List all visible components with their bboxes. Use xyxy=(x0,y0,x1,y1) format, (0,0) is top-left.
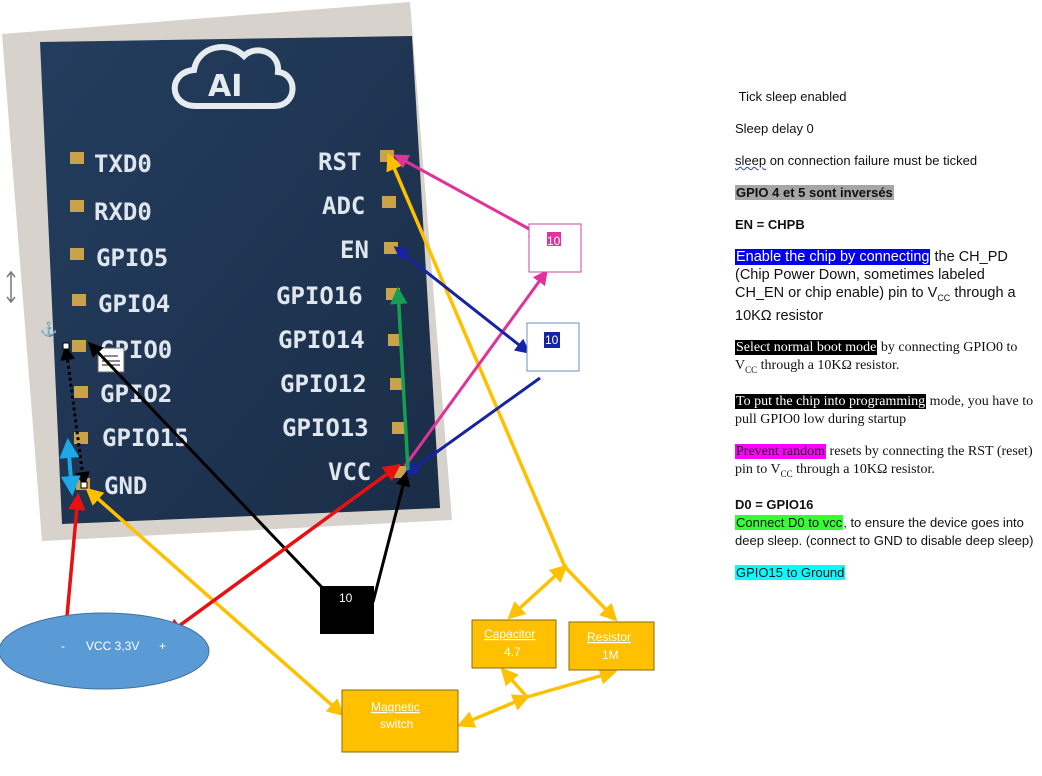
wire-gnd-to-minus xyxy=(57,492,86,642)
wire-resistor-to-bottom-junction xyxy=(526,667,618,699)
resistor-1m-value: 1M xyxy=(602,648,619,662)
ai-logo-text: AI xyxy=(208,69,242,104)
wire-vcc-to-plus xyxy=(165,463,401,637)
module-board xyxy=(40,36,440,524)
pin-rxd0: RXD0 xyxy=(94,198,152,226)
resistor-1m-label: Resistor xyxy=(587,630,631,644)
handle-square-bottom xyxy=(80,481,88,489)
vcc-minus-terminal: - xyxy=(61,639,65,653)
pin-txd0: TXD0 xyxy=(94,150,152,178)
note-gpio-swap: GPIO 4 et 5 sont inversés xyxy=(735,185,894,200)
pin-gnd: GND xyxy=(104,472,147,500)
wire-rst-to-pink-resistor xyxy=(393,154,545,238)
pin-gpio15: GPIO15 xyxy=(102,424,189,452)
wire-gpio0-gnd-dotted xyxy=(60,345,90,487)
resize-handle-icon xyxy=(6,270,16,304)
note-gpio15-ground: GPIO15 to Ground xyxy=(735,565,846,581)
black-resistor-box[interactable] xyxy=(320,586,374,634)
blue-resistor-label-bg xyxy=(544,332,560,348)
pin-gpio16: GPIO16 xyxy=(276,282,363,310)
pin-adc: ADC xyxy=(322,192,365,220)
wire-vcc-to-gpio16 xyxy=(390,286,410,471)
pink-resistor-label-bg xyxy=(547,232,561,246)
note-normal-boot: Select normal boot mode by connecting GP… xyxy=(735,339,1018,375)
layout-options-icon xyxy=(97,347,125,373)
black-resistor-label: 10 xyxy=(339,591,353,605)
notes-panel: Tick sleep enabled Sleep delay 0 sleep o… xyxy=(735,88,1035,596)
resistor-1m-box[interactable] xyxy=(568,621,655,671)
note-prevent-reset: Prevent random resets by connecting the … xyxy=(735,443,1033,479)
wire-junction-to-capacitor xyxy=(507,564,568,620)
vcc-plus-terminal: + xyxy=(159,639,166,653)
pin-gpio5: GPIO5 xyxy=(96,244,168,272)
ai-logo xyxy=(171,44,296,109)
anchor-icon: ⚓ xyxy=(40,321,57,338)
wire-en-to-blue-resistor xyxy=(393,246,531,354)
pin-vcc: VCC xyxy=(328,458,371,486)
pin-gpio14: GPIO14 xyxy=(278,326,365,354)
handle-square-top xyxy=(62,342,70,350)
magnetic-switch-box[interactable] xyxy=(341,689,459,753)
capacitor-label: Capacitor xyxy=(484,627,535,641)
note-en-chpb: EN = CHPB xyxy=(735,217,805,232)
vcc-power-source[interactable] xyxy=(0,612,210,690)
wire-blue-resistor-to-vcc xyxy=(403,376,541,476)
note-tick-sleep: Tick sleep enabled xyxy=(738,89,847,104)
wire-junction-to-resistor xyxy=(563,565,618,622)
blue-resistor-label: 10 xyxy=(545,333,559,347)
pink-resistor-label: 10 xyxy=(547,234,561,248)
note-programming-mode: To put the chip into programming mode, y… xyxy=(735,393,1034,427)
note-sleep-delay: Sleep delay 0 xyxy=(735,121,814,136)
pin-gpio4: GPIO4 xyxy=(98,290,170,318)
vcc-label: VCC 3,3V xyxy=(86,639,139,653)
pin-gpio12: GPIO12 xyxy=(280,370,367,398)
wire-junction-to-switch xyxy=(456,694,531,728)
capacitor-value: 4.7 xyxy=(504,645,521,659)
pin-rst: RST xyxy=(318,148,361,176)
capacitor-box[interactable] xyxy=(471,619,557,669)
pin-en: EN xyxy=(340,236,369,264)
magnetic-switch-label: Magnetic xyxy=(371,700,420,714)
wire-capacitor-to-bottom-junction xyxy=(500,667,529,699)
note-sleep-failure: sleep on connection failure must be tick… xyxy=(735,153,978,168)
magnetic-switch-label-2: switch xyxy=(380,717,413,731)
pink-resistor-box[interactable] xyxy=(528,223,582,273)
note-enable-chip: Enable the chip by connecting the CH_PD … xyxy=(735,249,1016,324)
pin-gpio13: GPIO13 xyxy=(282,414,369,442)
wire-gpio15-to-gnd xyxy=(59,438,81,496)
